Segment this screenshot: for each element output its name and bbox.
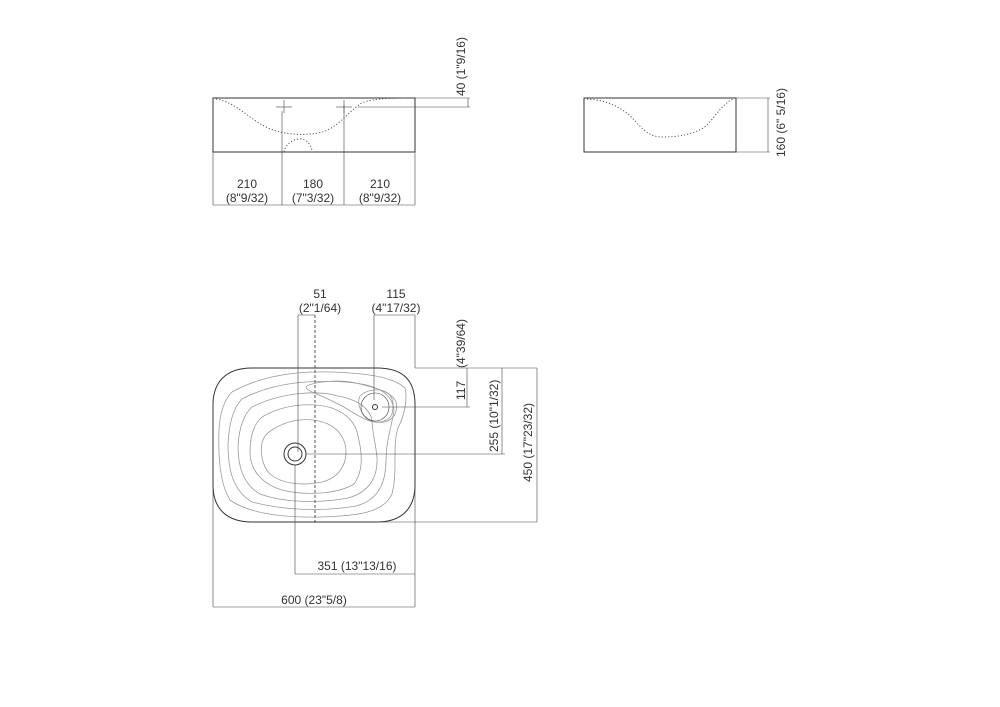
top-dim-depth-label: 450 (17"23/32)	[521, 403, 535, 482]
side-view: 160 (6" 5/16)	[583, 88, 788, 157]
top-view-contour-lines	[218, 371, 407, 518]
front-view-basin-profile	[215, 97, 413, 135]
side-view-outline	[583, 97, 737, 153]
front-view: 210 (8"9/32) 180 (7"3/32) 210 (8"9/32) 4…	[212, 37, 470, 206]
front-dim-left-label: 210	[237, 177, 257, 191]
top-dim-tap-depth-inch-label: (4"39/64)	[454, 319, 468, 368]
top-dim-drain-offset-label: 51	[313, 287, 327, 301]
top-view: 51 (2"1/64) 115 (4"17/32) 117 (4"39/64) …	[212, 287, 538, 608]
top-view-dimension-lines	[212, 314, 538, 608]
rim-dim-label: 40 (1"9/16)	[454, 37, 468, 96]
top-dim-tap-offset-inch-label: (4"17/32)	[372, 301, 421, 315]
top-dim-drain-from-right-label: 351 (13"13/16)	[318, 559, 397, 573]
top-dim-drain-offset-inch-label: (2"1/64)	[299, 301, 341, 315]
side-view-basin-profile	[586, 98, 734, 138]
top-view-drain-outer	[283, 442, 307, 466]
front-view-drain-outlet	[283, 138, 313, 153]
top-dim-tap-offset-label: 115	[386, 287, 405, 301]
top-view-drain-inner	[287, 446, 303, 462]
front-dim-left-inch-label: (8"9/32)	[226, 191, 268, 205]
front-dim-center-label: 180	[303, 177, 323, 191]
front-dim-right-inch-label: (8"9/32)	[359, 191, 401, 205]
top-dim-width-label: 600 (23"5/8)	[281, 593, 347, 607]
front-dim-center-inch-label: (7"3/32)	[292, 191, 334, 205]
side-dim-height-label: 160 (6" 5/16)	[774, 88, 788, 157]
top-dim-tap-depth-label: 117	[454, 381, 468, 400]
top-view-tap-hole	[372, 404, 378, 410]
front-view-tap-hole-mark-left	[276, 100, 292, 113]
front-dim-right-label: 210	[370, 177, 390, 191]
top-view-outline	[212, 367, 416, 523]
front-view-outline	[212, 97, 416, 153]
top-dim-drain-depth-label: 255 (10"1/32)	[487, 380, 501, 452]
